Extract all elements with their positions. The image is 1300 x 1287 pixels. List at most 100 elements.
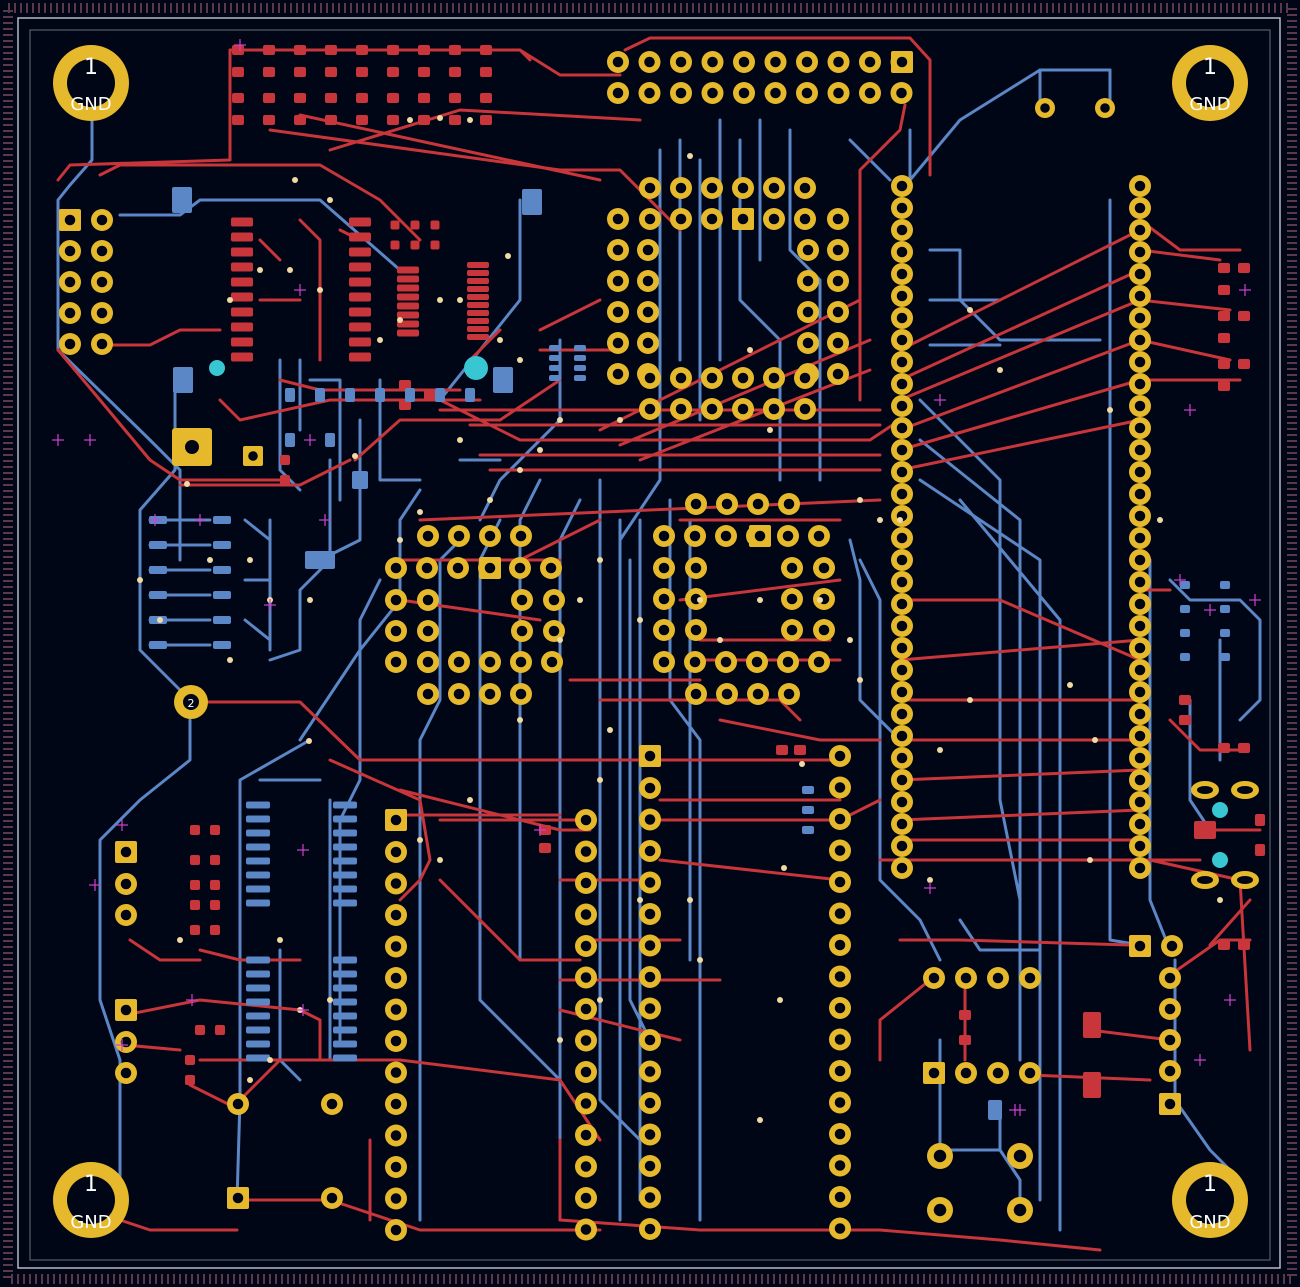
via [847,637,853,643]
smd-pad [246,998,270,1006]
board-inner-outline [29,29,1271,1261]
via [557,637,563,643]
mounting-hole-bottom-right[interactable]: 1 GND [1172,1162,1248,1238]
crosshair-markers [52,39,1261,1116]
smd-pad [397,275,419,283]
smd-pad [246,857,270,865]
smd-pad [333,829,357,837]
smd-pad [263,45,275,55]
smd-pad [333,1054,357,1062]
via [637,897,643,903]
fiducial [209,360,225,376]
smd-pad [449,115,461,125]
smd-pad [1179,715,1191,725]
smd-pad [493,367,513,393]
smd-pad [387,67,399,77]
smd-pad [231,262,253,272]
smd-pad [294,93,306,103]
smd-pad [410,240,420,250]
smd-pad [210,825,220,835]
smd-pad [418,93,430,103]
smd-pad [449,67,461,77]
smd-pad [185,1055,195,1065]
smd-pad [333,843,357,851]
via [857,497,863,503]
smd-pad [246,871,270,879]
smd-pad [467,270,489,276]
smd-pad [333,970,357,978]
smd-pad [294,45,306,55]
smd-pad [449,45,461,55]
mounting-hole-top-left[interactable]: 1 GND [53,45,129,121]
via [1092,737,1098,743]
smd-pad [390,240,400,250]
smd-pad [325,433,335,447]
smd-pad [802,786,814,794]
smd-pad [480,93,492,103]
test-pad-label: 2 [188,697,195,710]
hole-number: 1 [84,1172,98,1197]
smd-pad [387,93,399,103]
smd-pad [418,45,430,55]
smd-pad [467,326,489,332]
via [757,597,763,603]
hole-net-label: GND [70,94,111,115]
smd-pad [232,67,244,77]
smd-pad [1179,695,1191,705]
test-pad-2[interactable]: 2 [174,685,208,719]
smd-pad [246,885,270,893]
smd-pad [333,815,357,823]
smd-pad [574,345,586,351]
smd-pad [435,388,445,402]
via [687,897,693,903]
via [327,997,333,1003]
smd-pad [231,352,253,362]
smd-pad [467,294,489,300]
smd-pad [1220,605,1230,613]
smd-pad [349,322,371,332]
smd-pad [246,843,270,851]
smd-pad [1255,844,1265,856]
smd-pad [215,1025,225,1035]
via [157,617,163,623]
smd-pad [1218,359,1230,369]
smd-pad [263,93,275,103]
smd-pad [1220,581,1230,589]
via [757,1117,763,1123]
via [277,937,283,943]
smd-pad [149,591,167,599]
smd-pad [397,320,419,328]
smd-pad [1218,333,1230,343]
smd-pad [231,217,253,227]
smd-pad [356,67,368,77]
smd-pad [294,67,306,77]
smd-pad [397,311,419,319]
mounting-hole-bottom-left[interactable]: 1 GND [53,1162,129,1238]
smd-pad [418,67,430,77]
via [407,117,413,123]
smd-pad [185,1075,195,1085]
smd-pad [325,115,337,125]
smd-pad [1180,605,1190,613]
smd-pad [1238,359,1250,369]
smd-pad [410,220,420,230]
smd-pad [467,302,489,308]
via [1107,407,1113,413]
via [799,761,805,767]
smd-pad [959,1035,971,1045]
fiducial [1212,852,1228,868]
via [377,337,383,343]
mounting-hole-top-right[interactable]: 1 GND [1172,45,1248,121]
smd-pad [1218,743,1230,753]
smd-pad [1218,311,1230,321]
via [997,367,1003,373]
via [927,877,933,883]
smd-pad [246,1054,270,1062]
smd-pad [190,880,200,890]
via [177,937,183,943]
smd-pad [305,551,335,569]
via [597,997,603,1003]
smd-pad [280,455,290,465]
smd-pad [173,367,193,393]
